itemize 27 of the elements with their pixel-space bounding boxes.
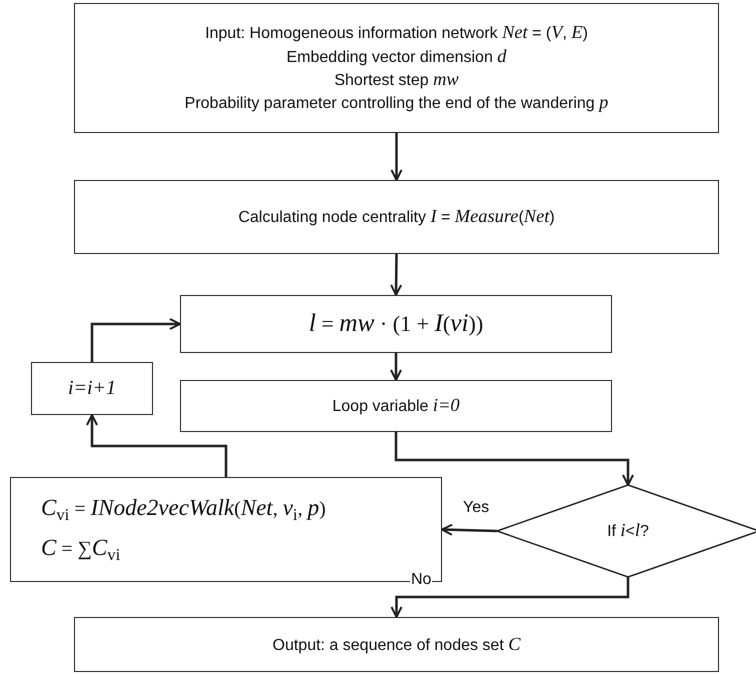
box-text: Loop variable i=0 (332, 395, 460, 417)
box-text: Shortest step mw (334, 69, 459, 90)
process-box (180, 295, 612, 353)
arrow (86, 414, 228, 477)
box-text: If i<l? (607, 520, 649, 542)
formula-text: C$_{vi}$ = INode2vecWalk(Net, v$_{i}$, p) (41, 495, 326, 524)
formula-text: l = mw · (1 + I(vi)) (308, 309, 484, 339)
process-box (31, 362, 153, 415)
arrow (390, 133, 402, 181)
formula-text: C = ∑C$_{vi}$ (41, 534, 120, 564)
arrow (90, 318, 181, 362)
arrow (390, 254, 402, 296)
formula-text: i=i+1 (68, 377, 116, 400)
arrow (390, 353, 402, 381)
arrow (390, 577, 630, 618)
decision-diamond (494, 484, 756, 578)
process-box (180, 380, 612, 432)
arrow (394, 432, 634, 486)
box-text: Calculating node centrality I = Measure(Net) (238, 206, 555, 228)
process-box (74, 617, 719, 672)
arrow (441, 524, 498, 536)
process-box (74, 3, 719, 133)
box-text: Probability parameter controlling the end of the wandering p (184, 92, 608, 114)
process-box (74, 180, 719, 254)
box-text: Output: a sequence of nodes set C (272, 634, 520, 656)
box-text: Input: Homogeneous information network Net = (V, E) (205, 22, 588, 44)
box-text: Embedding vector dimension d (286, 46, 506, 67)
